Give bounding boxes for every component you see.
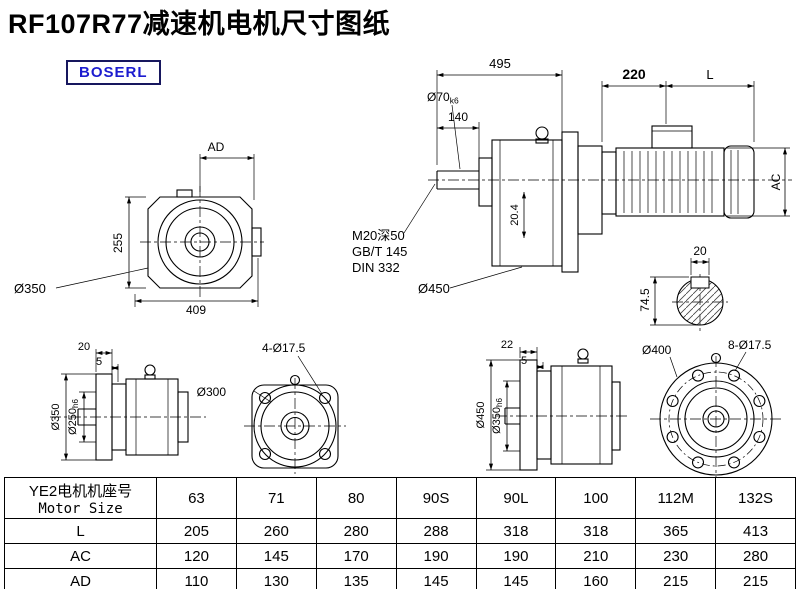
table-cell: 318 [555, 518, 637, 544]
key-height-label: 74.5 [638, 288, 652, 312]
size-col-header: 80 [315, 477, 397, 519]
motor-size-label-cn: YE2电机机座号 [28, 482, 133, 500]
flange-thickness-label: 22 [501, 339, 513, 351]
size-col-header: 63 [156, 477, 237, 519]
gearmotor-side-view: 495 Ø70k6 140 220 L AC M20深50 GB/T 145 D… [352, 56, 792, 331]
lifting-eye-icon [144, 364, 156, 376]
dia-350-label: Ø350 [14, 281, 46, 296]
brand-logo: BOSERL [66, 60, 161, 85]
table-cell: 110 [156, 568, 237, 589]
lifting-eye-icon [535, 126, 549, 140]
table-cell: 280 [715, 543, 796, 569]
table-cell: 230 [635, 543, 717, 569]
dim-l-label: L [706, 67, 713, 82]
motor-size-label-en: Motor Size [38, 500, 123, 517]
dim-495-label: 495 [489, 56, 511, 71]
table-row-ad: AD 110 130 135 145 145 160 215 215 [4, 568, 796, 589]
flange-od-label: Ø350 [50, 404, 62, 431]
table-cell: 190 [475, 543, 557, 569]
table-cell: 145 [395, 568, 477, 589]
size-col-header: 71 [235, 477, 317, 519]
flange-od-label: Ø450 [475, 402, 487, 429]
size-col-header: 90S [395, 477, 477, 519]
table-cell: 260 [235, 518, 317, 544]
table-cell: 215 [635, 568, 717, 589]
table-cell: 170 [315, 543, 397, 569]
dim-20-4-label: 20.4 [509, 204, 521, 225]
table-cell: 280 [315, 518, 397, 544]
size-col-header: 90L [475, 477, 557, 519]
table-corner-cell: YE2电机机座号 Motor Size [4, 477, 157, 519]
table-cell: 318 [475, 518, 557, 544]
dia-450-label: Ø450 [418, 281, 450, 296]
terminal-box [651, 125, 693, 149]
corner-holes-label: 4-Ø17.5 [262, 341, 306, 355]
fan-cowl [723, 145, 755, 219]
table-row-ac: AC 120 145 170 190 190 210 230 280 [4, 543, 796, 569]
flange-small-side-view: 20 5 Ø350 Ø250h6 [50, 341, 206, 461]
size-col-header: 100 [555, 477, 637, 519]
flange-thickness-label: 20 [78, 341, 90, 353]
table-cell: 215 [715, 568, 796, 589]
tapped-hole-note-3: DIN 332 [352, 260, 400, 275]
dim-255-label: 255 [111, 233, 125, 253]
size-col-header: 132S [715, 477, 796, 519]
spigot-dia-label: Ø250h6 [67, 399, 80, 435]
dim-220-label: 220 [622, 66, 646, 82]
page-title: RF107R77减速机电机尺寸图纸 [8, 9, 391, 39]
table-cell: 130 [235, 568, 317, 589]
dim-409-label: 409 [186, 303, 206, 317]
spigot-depth-label: 5 [521, 355, 527, 367]
table-cell: 135 [315, 568, 397, 589]
row-label: L [4, 518, 157, 544]
flange-large-side-view: 22 5 Ø450 Ø350h6 [475, 339, 630, 471]
dim-140-label: 140 [448, 110, 468, 124]
spigot-dia-label: Ø350h6 [491, 398, 504, 434]
table-cell: 365 [635, 518, 717, 544]
lifting-eye-icon [289, 374, 301, 386]
row-label: AC [4, 543, 157, 569]
lifting-eye-icon [710, 352, 722, 364]
table-cell: 413 [715, 518, 796, 544]
square-flange-front-view: 4-Ø17.5 Ø300 [197, 341, 346, 474]
dim-ac-label: AC [769, 173, 783, 190]
tapped-hole-note-2: GB/T 145 [352, 244, 407, 259]
round-flange-front-view: Ø400 8-Ø17.5 [642, 338, 782, 477]
table-cell: 145 [475, 568, 557, 589]
table-cell: 288 [395, 518, 477, 544]
dim-ad-label: AD [208, 140, 225, 154]
table-cell: 145 [235, 543, 317, 569]
table-cell: 205 [156, 518, 237, 544]
table-row-l: L 205 260 280 288 318 318 365 413 [4, 518, 796, 544]
table-cell: 190 [395, 543, 477, 569]
row-label: AD [4, 568, 157, 589]
keyway [690, 276, 710, 289]
size-col-header: 112M [635, 477, 717, 519]
technical-drawing: AD 255 409 Ø350 [14, 56, 792, 477]
lifting-eye-icon [577, 348, 589, 360]
dia-300-label: Ø300 [197, 385, 227, 399]
bolt-holes-label: 8-Ø17.5 [728, 338, 772, 352]
tapped-hole-note-1: M20深50 [352, 228, 405, 243]
key-width-label: 20 [693, 244, 707, 258]
spigot-depth-label: 5 [96, 356, 102, 368]
table-cell: 120 [156, 543, 237, 569]
shaft-diameter-label: Ø70k6 [427, 90, 459, 106]
gearbox-front-view: AD 255 409 Ø350 [14, 140, 264, 317]
motor-size-table: YE2电机机座号 Motor Size 63 71 80 90S 90L 100… [4, 477, 796, 589]
table-cell: 160 [555, 568, 637, 589]
dia-400-label: Ø400 [642, 343, 672, 357]
table-cell: 210 [555, 543, 637, 569]
table-header-row: YE2电机机座号 Motor Size 63 71 80 90S 90L 100… [4, 477, 796, 519]
